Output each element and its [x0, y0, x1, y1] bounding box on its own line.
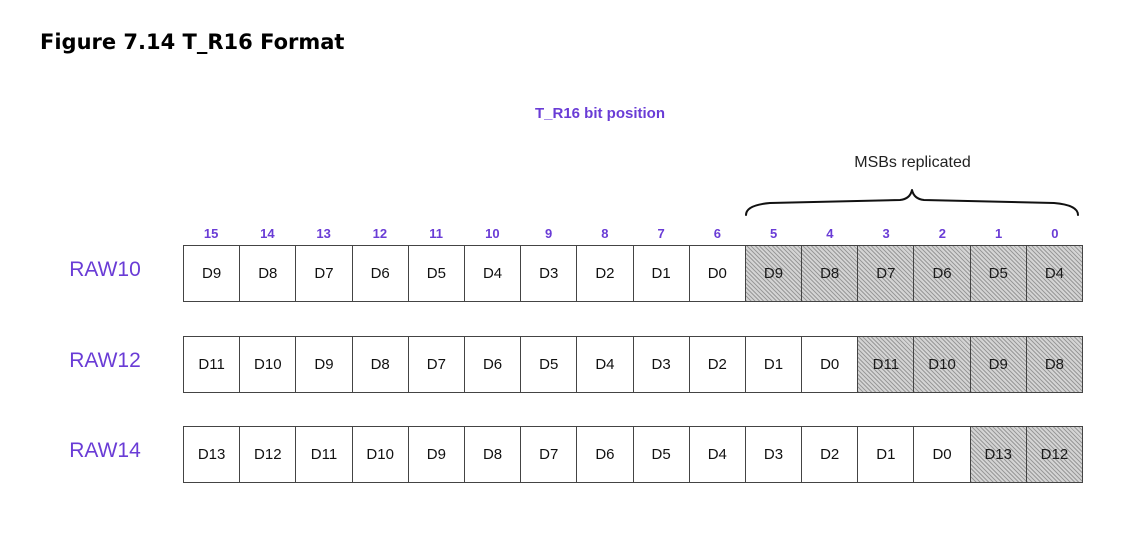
bit-cell: D2 [802, 426, 859, 483]
bit-number: 7 [657, 226, 665, 241]
bit-cell: D4 [577, 336, 634, 393]
bit-number: 3 [882, 226, 890, 241]
bit-cell: D11 [184, 336, 241, 393]
diagram-title: T_R16 bit position [534, 105, 665, 122]
bit-cell: D5 [521, 336, 578, 393]
bit-cell: D3 [633, 336, 690, 393]
bit-number: 9 [545, 226, 553, 241]
bit-cell: D1 [633, 245, 690, 302]
replicated-bit-cell: D5 [970, 245, 1027, 302]
bit-cell: D8 [240, 245, 297, 302]
bit-number: 12 [372, 226, 388, 241]
bit-cell: D1 [745, 336, 803, 393]
bit-cell: D4 [689, 426, 746, 483]
bit-number: 1 [995, 226, 1003, 241]
bit-number: 4 [826, 226, 834, 241]
bit-cell: D12 [240, 426, 297, 483]
bit-cell: D0 [802, 336, 859, 393]
bit-cell: D8 [464, 426, 522, 483]
bit-cell: D0 [914, 426, 971, 483]
replicated-bit-cell: D8 [1026, 336, 1083, 393]
bit-cell: D1 [858, 426, 915, 483]
bit-cell: D7 [408, 336, 465, 393]
replicated-bit-cell: D9 [970, 336, 1027, 393]
bit-number: 11 [429, 226, 443, 241]
msb-brace [745, 189, 1079, 216]
replicated-bit-cell: D11 [858, 336, 915, 393]
bit-cell: D9 [296, 336, 353, 393]
replicated-bit-cell: D4 [1026, 245, 1083, 302]
bit-cell: D3 [521, 245, 578, 302]
row-label-raw10: RAW10 [69, 258, 141, 281]
bit-number: 15 [203, 226, 219, 241]
bit-cell: D2 [577, 245, 634, 302]
bit-cell: D0 [689, 245, 746, 302]
bit-number: 14 [260, 226, 275, 241]
bit-cell: D10 [240, 336, 297, 393]
bit-cell: D13 [184, 426, 241, 483]
bit-cell: D9 [408, 426, 465, 483]
bit-cell: D5 [408, 245, 465, 302]
bit-number: 6 [713, 226, 721, 241]
replicated-bit-cell: D10 [914, 336, 971, 393]
bit-number: 2 [938, 226, 946, 241]
bit-cell: D6 [352, 245, 409, 302]
bit-number: 10 [485, 226, 500, 241]
replicated-bit-cell: D8 [802, 245, 859, 302]
bit-number: 13 [316, 226, 331, 241]
bit-cell: D10 [352, 426, 409, 483]
bit-cell: D6 [464, 336, 522, 393]
bit-cell: D2 [689, 336, 746, 393]
bit-cell: D4 [464, 245, 522, 302]
bit-cell: D8 [352, 336, 409, 393]
msb-brace-path [745, 189, 1079, 216]
bit-cell: D3 [745, 426, 803, 483]
figure-title: Figure 7.14 T_R16 Format [40, 30, 345, 54]
bit-number: 5 [770, 226, 778, 241]
bit-cell: D7 [296, 245, 353, 302]
replicated-bit-cell: D13 [970, 426, 1027, 483]
bit-cell: D6 [577, 426, 634, 483]
bit-cell: D9 [184, 245, 241, 302]
replicated-bit-cell: D12 [1026, 426, 1083, 483]
replicated-bit-cell: D9 [745, 245, 803, 302]
row-label-raw14: RAW14 [69, 439, 141, 462]
bit-number: 0 [1051, 226, 1059, 241]
replicated-bit-cell: D6 [914, 245, 971, 302]
replicated-bit-cell: D7 [858, 245, 915, 302]
bit-cell: D5 [633, 426, 690, 483]
row-label-raw12: RAW12 [69, 349, 141, 372]
bit-number: 8 [601, 226, 609, 241]
bit-cell: D7 [521, 426, 578, 483]
bit-cell: D11 [296, 426, 353, 483]
brace-label: MSBs replicated [854, 154, 971, 171]
